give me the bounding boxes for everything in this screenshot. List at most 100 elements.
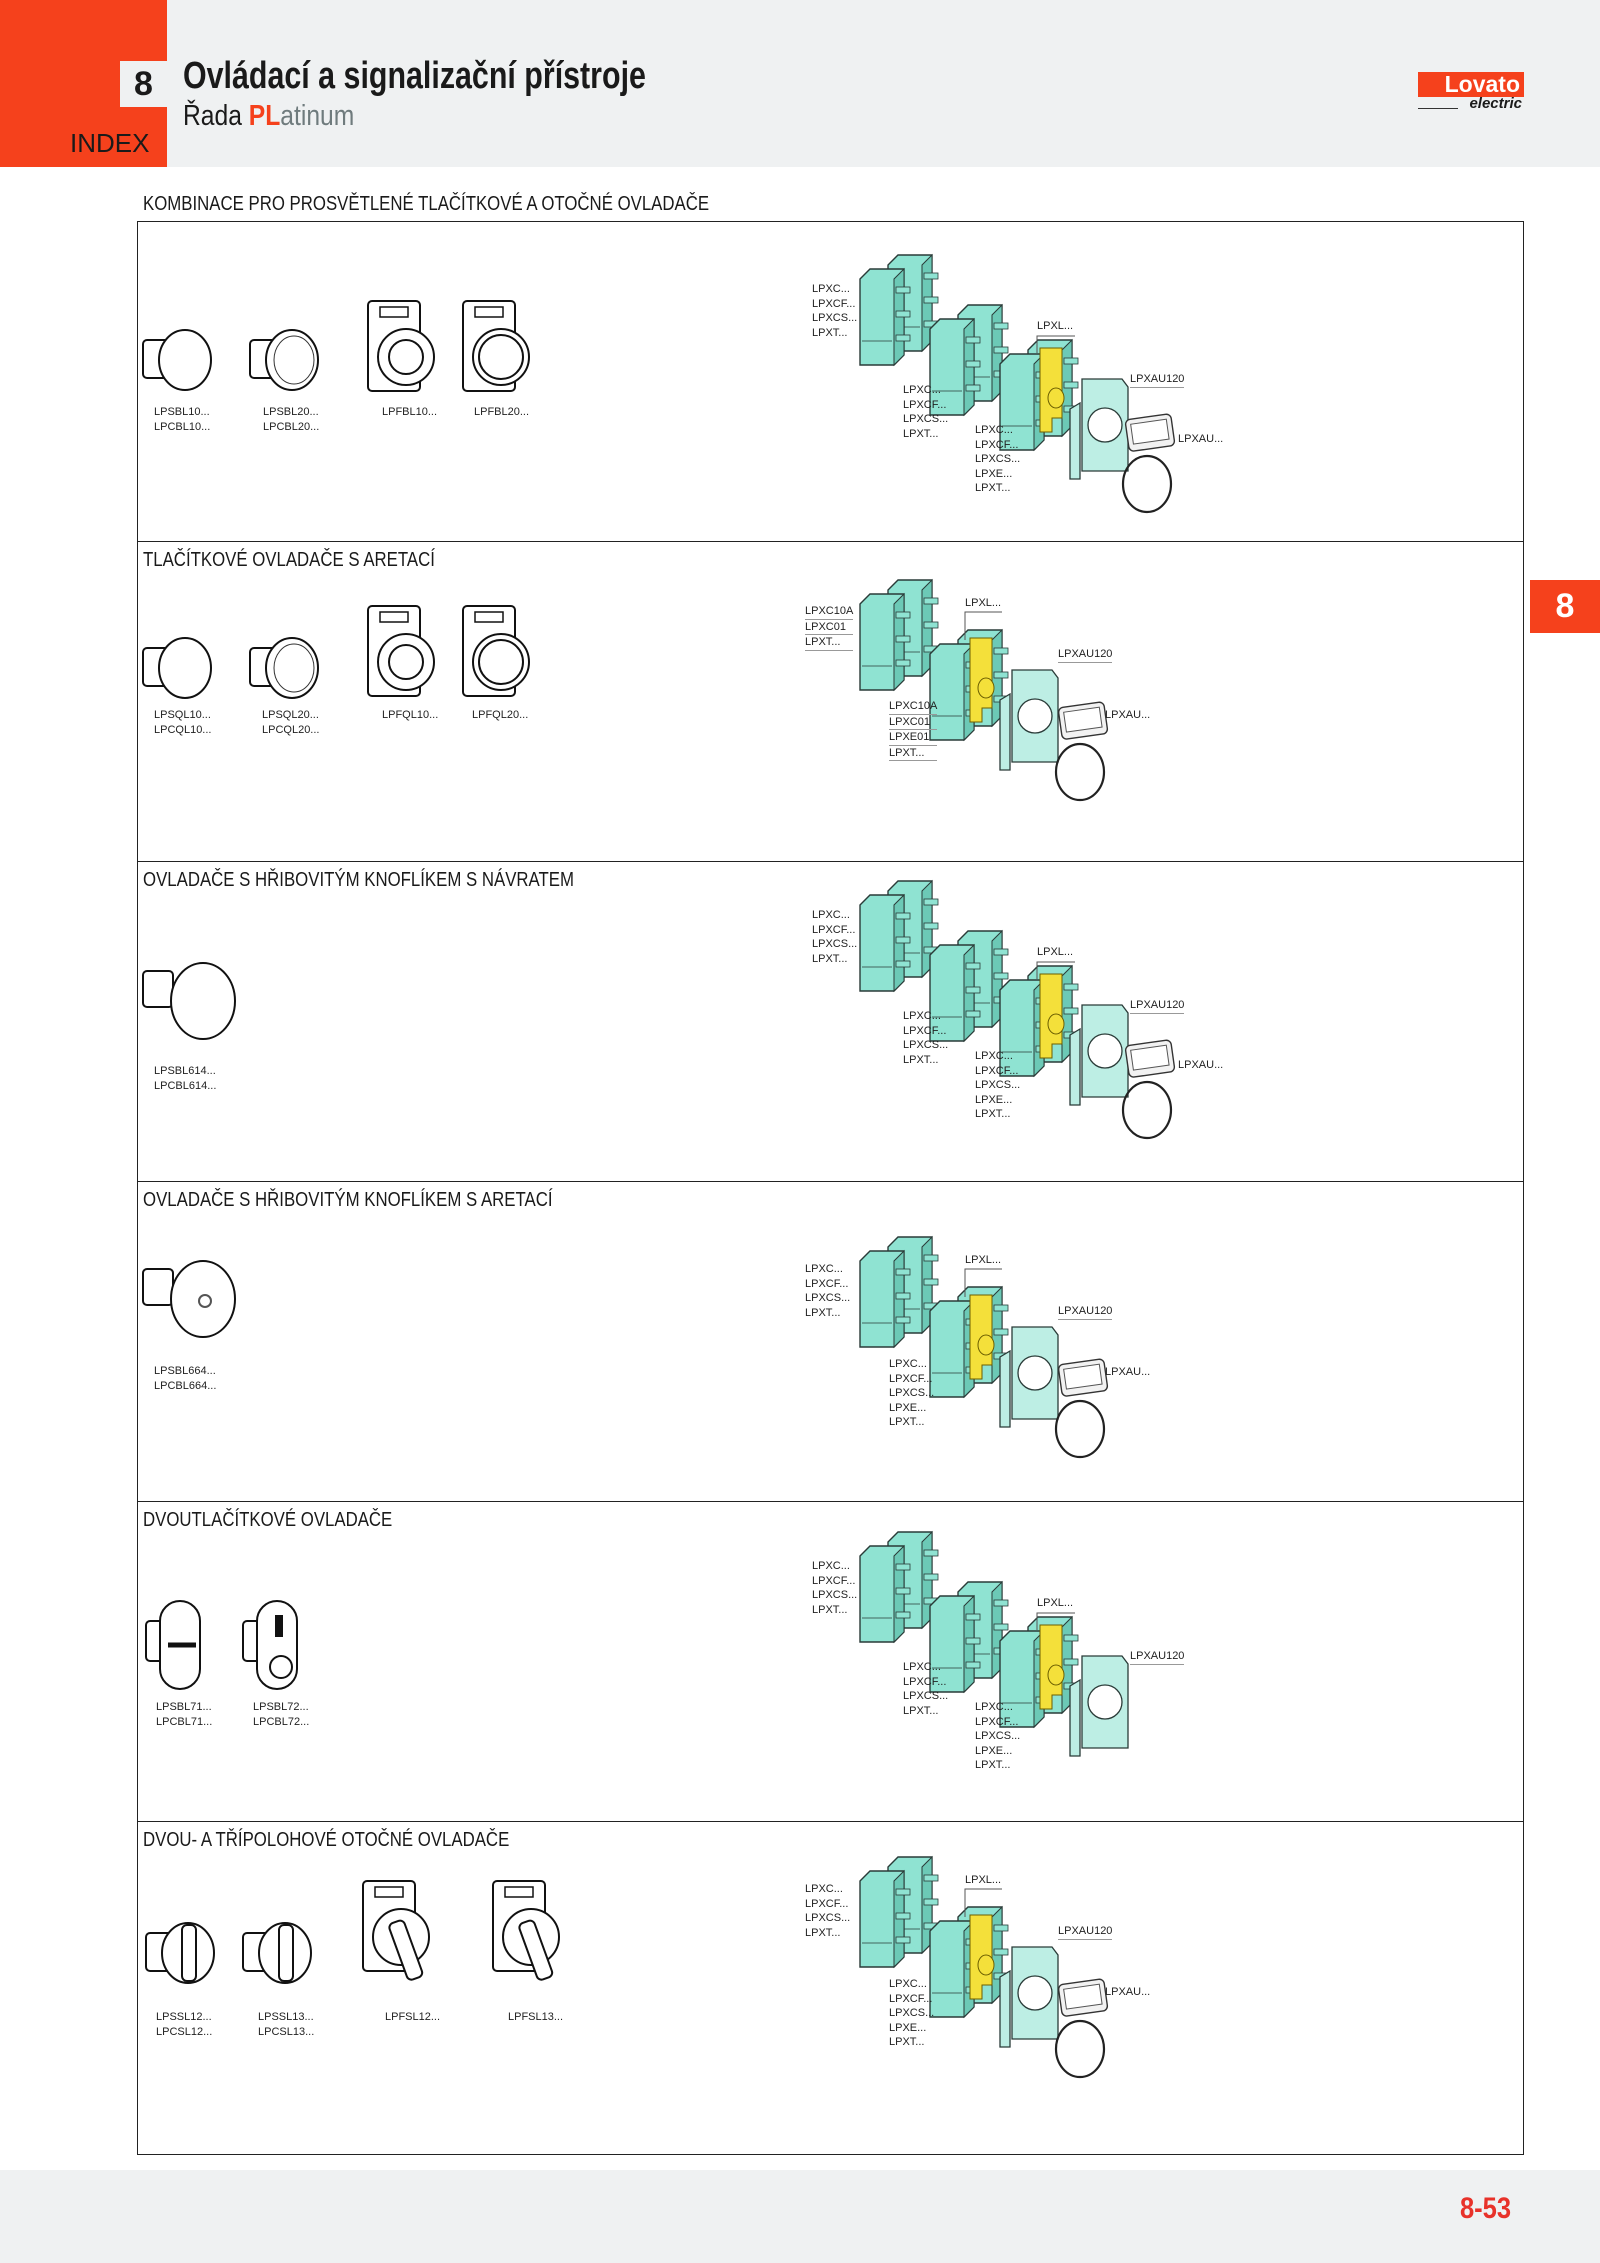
part-code: LPXC...: [812, 909, 850, 921]
logo-text: Lovato: [1418, 72, 1524, 97]
mounting-adapter: [999, 669, 1059, 771]
contact-codes-a: LPXC...LPXCF...LPXCS...LPXT...: [812, 908, 857, 966]
index-link[interactable]: INDEX: [70, 128, 150, 158]
part-code: LPXAU...: [1105, 1366, 1151, 1378]
part-code: LPXT...: [805, 1306, 841, 1319]
part-code: LPXCF...: [812, 297, 856, 310]
part-code: LPXAU120: [1130, 999, 1185, 1014]
contact-block: [929, 1580, 1009, 1694]
part-code: LPXAU...: [1178, 433, 1224, 445]
lamp-code: LPXL...: [1037, 319, 1073, 334]
product-code-label: LPSBL10...LPCBL10...: [154, 405, 210, 434]
part-code: LPXC...: [805, 1883, 843, 1895]
label-holder-code: LPXAU...: [1105, 708, 1150, 723]
projecting-pushbutton-icon: [249, 637, 319, 699]
part-code: LPXCS...: [975, 1730, 1021, 1742]
product-code-label: LPSBL71...LPCBL71...: [156, 1700, 212, 1729]
product-code-label: LPFQL10...: [382, 708, 438, 723]
label-holder-code: LPXAU...: [1105, 1985, 1150, 2000]
contact-block: [859, 1530, 939, 1644]
part-code: LPXCS...: [975, 1079, 1021, 1091]
lamp-code: LPXL...: [965, 1873, 1001, 1888]
contact-codes-b: LPXC...LPXCF...LPXCS...LPXT...: [903, 383, 948, 441]
section-illustration: [142, 253, 1176, 514]
part-code: LPXE...: [975, 1744, 1013, 1757]
leader-line: [1036, 335, 1075, 353]
part-code: LPCQL20...: [262, 723, 320, 736]
front-flush-pushbutton-icon: [367, 300, 435, 392]
part-code: LPFBL10...: [382, 406, 438, 418]
part-code: LPXT...: [812, 1603, 848, 1616]
product-code-label: LPFBL10...: [382, 405, 437, 420]
section-heading: DVOU- A TŘÍPOLOHOVÉ OTOČNÉ OVLADAČE: [143, 1829, 510, 1851]
part-code: LPXCF...: [975, 438, 1019, 451]
lamp-holder-block: [929, 628, 1009, 742]
part-code: LPXAU...: [1105, 1986, 1151, 1998]
part-code: LPSBL10...: [154, 406, 210, 418]
part-code: LPXCF...: [975, 1715, 1019, 1728]
section-divider: [137, 1501, 1524, 1502]
section-divider: [137, 541, 1524, 542]
part-code: LPXCF...: [903, 398, 947, 411]
mounting-adapter: [999, 1326, 1059, 1428]
part-code: LPSQL10...: [154, 709, 211, 721]
part-code: LPXT...: [812, 952, 848, 965]
part-code: LPXT...: [975, 1108, 1011, 1120]
part-code: LPXAU120: [1058, 1305, 1113, 1320]
part-code: LPXCS...: [805, 1912, 851, 1924]
label-holder-code: LPXAU...: [1178, 432, 1223, 447]
part-code: LPCSL13...: [258, 2025, 315, 2038]
part-code: LPXL...: [965, 1254, 1002, 1266]
part-code: LPXCS...: [805, 1292, 851, 1304]
chapter-tab[interactable]: 8: [1530, 580, 1600, 633]
part-code: LPXCF...: [812, 1574, 856, 1587]
part-code: LPXT...: [889, 1416, 925, 1428]
part-code: LPXC...: [903, 1010, 941, 1022]
part-code: LPCBL20...: [263, 420, 320, 433]
part-code: LPSBL72...: [253, 1701, 309, 1713]
part-code: LPXCF...: [805, 1897, 849, 1910]
part-code: LPXC...: [889, 1358, 927, 1370]
label-holder: [1121, 413, 1176, 514]
part-code: LPXCS...: [889, 2007, 935, 2019]
selector-switch-icon: [145, 1922, 215, 1984]
label-holder: [1054, 1358, 1109, 1459]
label-holder: [1054, 701, 1109, 802]
mushroom-latched-pushbutton-icon: [142, 1260, 236, 1338]
part-code: LPSSL12...: [156, 2011, 212, 2023]
contact-codes-a: LPXC... LPXCF... LPXCS... LPXT...: [805, 1882, 850, 1940]
part-code: LPXCF...: [903, 1675, 947, 1688]
front-projecting-pushbutton-icon: [462, 300, 530, 392]
part-code: LPXT...: [889, 2036, 925, 2048]
header-band: [0, 0, 1600, 167]
section-heading: DVOUTLAČÍTKOVÉ OVLADAČE: [143, 1509, 393, 1531]
part-code: LPXE01: [889, 731, 938, 746]
part-code: LPXL...: [1037, 946, 1074, 958]
product-code-label: LPSQL20...LPCQL20...: [262, 708, 319, 737]
part-code: LPSBL71...: [156, 1701, 212, 1713]
part-code: LPXE...: [889, 2021, 927, 2034]
part-code: LPSBL614...: [154, 1065, 216, 1077]
product-code-label: LPFSL12...: [385, 2010, 440, 2025]
product-code-label: LPSBL664...LPCBL664...: [154, 1364, 216, 1393]
contact-block: [859, 578, 939, 692]
lamp-code: LPXL...: [1037, 1596, 1073, 1611]
lamp-holder-block: [929, 1905, 1009, 2019]
part-code: LPXT...: [805, 1926, 841, 1939]
lamp-code: LPXL...: [965, 596, 1001, 611]
lamp-holder-block: [999, 964, 1079, 1078]
part-code: LPCBL72...: [253, 1715, 310, 1728]
series-title: Řada PLatinum: [183, 100, 354, 133]
adapter-code: LPXAU120: [1130, 373, 1185, 389]
part-code: LPXL...: [1037, 1597, 1074, 1609]
section-heading: OVLADAČE S HŘIBOVITÝM KNOFLÍKEM S NÁVRAT…: [143, 869, 574, 891]
part-code: LPXC01: [805, 621, 854, 635]
contact-codes-b: LPXC...LPXCF...LPXCS...LPXE...LPXT...: [889, 1357, 934, 1430]
section-illustration: [142, 879, 1176, 1140]
label-holder-code: LPXAU...: [1105, 1365, 1150, 1380]
product-code-label: LPFQL20...: [472, 708, 528, 723]
section-heading: TLAČÍTKOVÉ OVLADAČE S ARETACÍ: [143, 549, 435, 571]
part-code: LPXCS...: [903, 1690, 949, 1702]
lamp-holder-block: [999, 338, 1079, 452]
